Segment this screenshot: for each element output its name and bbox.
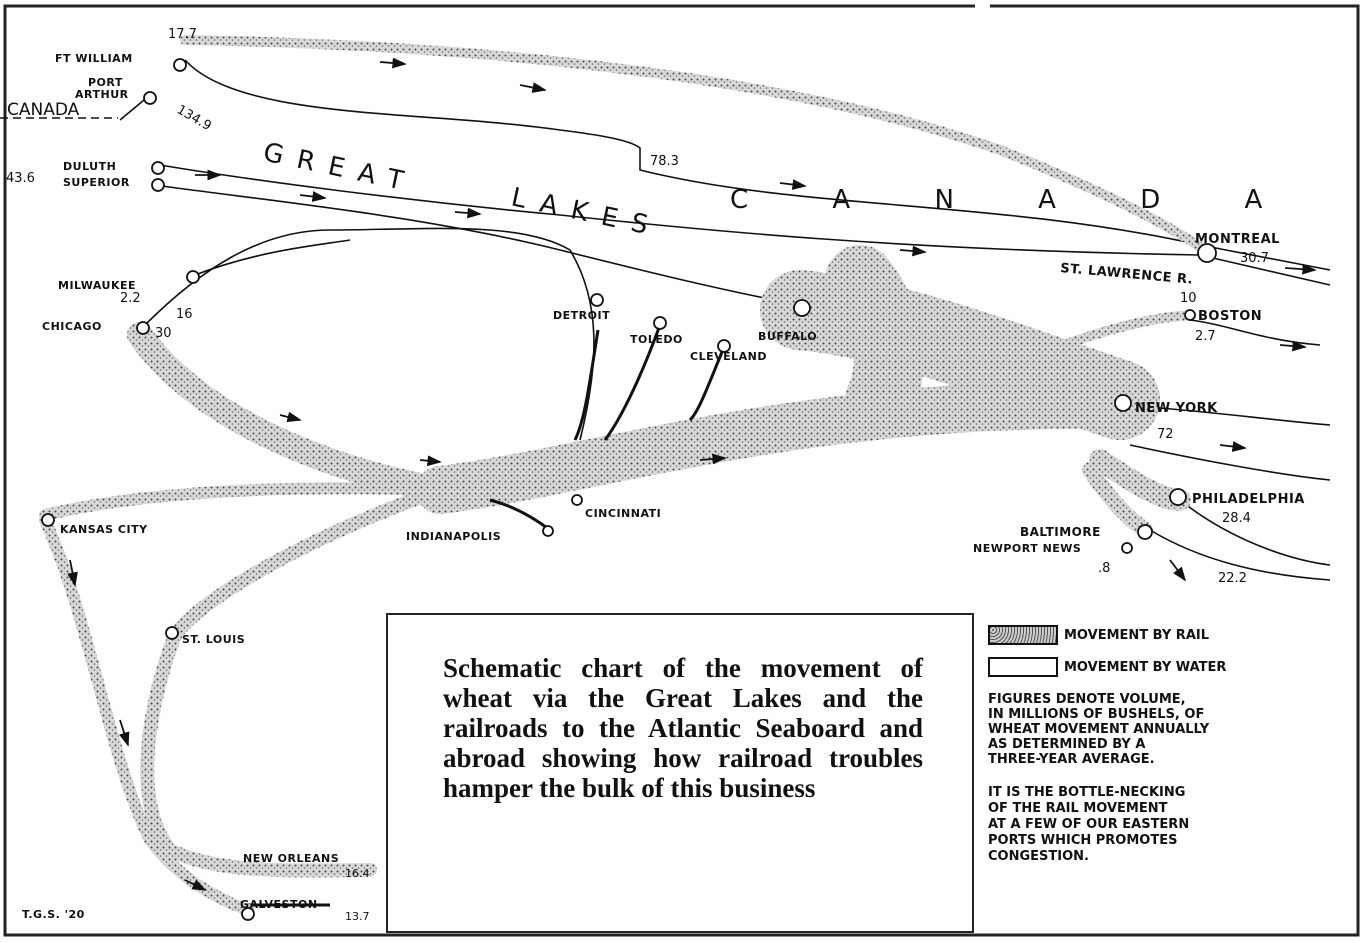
- caption-box: Schematic chart of the movement of wheat…: [386, 613, 974, 933]
- volume-chicago-b: 30: [155, 326, 172, 341]
- flow-arrows: [67, 57, 1317, 891]
- volume-montreal: 30.7: [1240, 251, 1269, 266]
- region-canada-west: CANADA: [7, 100, 80, 120]
- rail-swatch: [988, 625, 1058, 645]
- region-st-lawrence: ST. LAWRENCE R.: [1060, 261, 1194, 288]
- city-cleveland: CLEVELAND: [690, 350, 767, 363]
- legend-note-congestion: IT IS THE BOTTLE-NECKING OF THE RAIL MOV…: [988, 785, 1190, 864]
- volume-montreal-b: 10: [1180, 291, 1197, 306]
- volume-newport-news: .8: [1098, 561, 1110, 576]
- volume-galveston: 13.7: [345, 910, 370, 923]
- region-lakes: LAKES: [509, 183, 665, 244]
- water-swatch: [988, 657, 1058, 677]
- legend-rail: MOVEMENT BY RAIL: [988, 622, 1358, 648]
- city-port-arthur-2: ARTHUR: [75, 88, 129, 101]
- volume-new-orleans: 16.4: [345, 867, 370, 880]
- city-kansas-city: KANSAS CITY: [60, 523, 148, 536]
- city-galveston: GALVESTON: [240, 898, 318, 911]
- legend-rail-label: MOVEMENT BY RAIL: [1064, 627, 1209, 643]
- volume-new-york: 72: [1157, 427, 1174, 442]
- map-signature: T.G.S. '20: [22, 908, 85, 921]
- city-port-arthur-1: PORT: [88, 76, 123, 89]
- city-detroit: DETROIT: [553, 309, 610, 322]
- volume-baltimore: 22.2: [1218, 571, 1247, 586]
- map-frame: [3, 4, 1360, 937]
- volume-ft-william-rail: 17.7: [168, 27, 197, 42]
- volume-chicago-a: 16: [176, 307, 193, 322]
- city-philadelphia: PHILADELPHIA: [1192, 492, 1305, 507]
- city-ft-william: FT WILLIAM: [55, 52, 133, 65]
- caption-text: Schematic chart of the movement of wheat…: [443, 653, 923, 803]
- legend-note-volume: FIGURES DENOTE VOLUME, IN MILLIONS OF BU…: [988, 692, 1210, 767]
- legend-water-label: MOVEMENT BY WATER: [1064, 659, 1227, 675]
- city-duluth: DULUTH: [63, 160, 116, 173]
- city-new-york: NEW YORK: [1135, 401, 1218, 416]
- city-cincinnati: CINCINNATI: [585, 507, 661, 520]
- feeder-lines: [489, 324, 727, 532]
- volume-milwaukee: 2.2: [120, 291, 141, 306]
- city-boston: BOSTON: [1198, 309, 1262, 324]
- city-markers: [41, 58, 1217, 921]
- city-toledo: TOLEDO: [630, 333, 683, 346]
- city-montreal: MONTREAL: [1195, 232, 1280, 247]
- city-chicago: CHICAGO: [42, 320, 102, 333]
- legend: MOVEMENT BY RAIL MOVEMENT BY WATER FIGUR…: [988, 622, 1358, 865]
- region-canada-east: C A N A D A: [730, 185, 1300, 215]
- legend-water: MOVEMENT BY WATER: [988, 654, 1358, 680]
- city-buffalo: BUFFALO: [758, 330, 817, 343]
- city-milwaukee: MILWAUKEE: [58, 279, 136, 292]
- volume-port-arthur: 134.9: [174, 102, 214, 134]
- city-newport-news: NEWPORT NEWS: [973, 542, 1081, 555]
- city-st-louis: ST. LOUIS: [182, 633, 245, 646]
- volume-duluth-superior: 43.6: [6, 171, 35, 186]
- city-superior: SUPERIOR: [63, 176, 130, 189]
- city-new-orleans: NEW ORLEANS: [243, 852, 339, 865]
- volume-lakes-mid: 78.3: [650, 154, 679, 169]
- volume-boston: 2.7: [1195, 329, 1216, 344]
- city-baltimore: BALTIMORE: [1020, 525, 1101, 539]
- city-indianapolis: INDIANAPOLIS: [406, 530, 501, 543]
- volume-philadelphia: 28.4: [1222, 511, 1251, 526]
